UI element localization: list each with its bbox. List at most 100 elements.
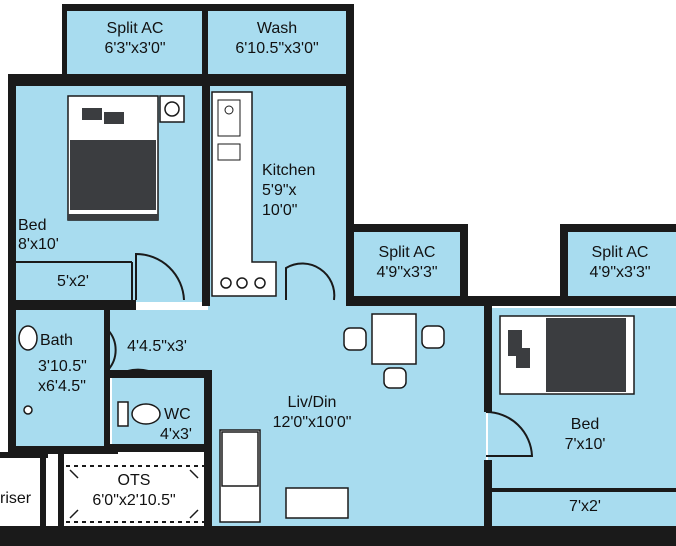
ots-corner <box>69 509 79 519</box>
wall-segment <box>8 74 348 86</box>
door-arc-kitchen <box>285 262 336 301</box>
bed-2-size: 7'x10' <box>564 436 606 453</box>
washbasin <box>18 325 38 351</box>
wall-segment <box>204 370 212 530</box>
wall-segment <box>58 454 64 530</box>
stove-burner <box>254 277 266 289</box>
wall-segment <box>484 296 492 412</box>
bedside-lamp <box>164 101 180 117</box>
bed-1-furniture <box>67 95 185 221</box>
stove-burner <box>220 277 232 289</box>
dining-chair <box>383 367 407 389</box>
wall-segment <box>62 4 67 86</box>
sink <box>217 99 241 137</box>
wall-segment <box>460 224 468 306</box>
shower-tap <box>23 405 33 415</box>
wardrobe-2-size: 7'x2' <box>569 498 601 515</box>
wall-segment <box>108 444 208 452</box>
bed-2-name: Bed <box>570 416 600 433</box>
dining-table <box>371 313 417 365</box>
wall-segment <box>348 70 352 80</box>
wc-size: 4'x3' <box>160 426 192 443</box>
stove-burner <box>236 277 248 289</box>
kitchen-counter <box>211 91 277 297</box>
pillow <box>104 112 124 124</box>
wall-segment <box>346 224 468 232</box>
split-ac-3-size: 4'9"x3'3" <box>589 264 651 281</box>
wall-segment <box>0 526 676 546</box>
wall-segment <box>104 300 110 452</box>
wall-segment <box>40 452 46 526</box>
bed-base <box>68 214 158 220</box>
sofa-back <box>221 431 259 487</box>
pillow <box>516 348 530 368</box>
door-arc-wc <box>117 368 159 376</box>
riser-name: riser <box>0 490 32 507</box>
door-arc-bath <box>107 329 117 371</box>
wall-segment <box>8 300 136 310</box>
liv-din-size: 12'0"x10'0" <box>272 414 352 431</box>
split-ac-1-area <box>66 10 203 76</box>
bath-name: Bath <box>40 332 73 349</box>
wc-name: WC <box>164 406 191 423</box>
wall-segment <box>346 296 676 306</box>
wardrobe-2-area <box>488 490 676 530</box>
bed-1-name: Bed <box>18 217 47 234</box>
walls <box>0 4 676 546</box>
partition-lines <box>14 261 676 523</box>
wall-segment <box>484 460 492 530</box>
door-arc-bed-2 <box>485 410 534 457</box>
bed-blanket <box>70 140 156 210</box>
split-ac-1-name: Split AC <box>106 20 164 37</box>
split-ac-3-name: Split AC <box>591 244 649 261</box>
split-ac-2-name: Split AC <box>378 244 436 261</box>
ots-marks <box>69 469 199 519</box>
bed-blanket <box>546 318 626 392</box>
wall-segment <box>346 4 354 304</box>
toilet-tank <box>117 401 129 427</box>
wall-segment <box>560 224 568 304</box>
bedside-table <box>159 95 185 123</box>
kitchen-size-line2: 10'0" <box>262 202 298 219</box>
ots-corner <box>189 469 199 479</box>
bath-size-line2: x6'4.5" <box>38 378 86 395</box>
dining-chair <box>421 325 445 349</box>
ots-corner <box>69 469 79 479</box>
split-ac-3-area <box>565 230 676 296</box>
kitchen-name: Kitchen <box>262 162 316 179</box>
wall-segment <box>560 224 676 232</box>
doors <box>107 252 534 457</box>
ots-name: OTS <box>117 472 151 489</box>
wall-segment <box>8 446 118 454</box>
split-ac-2-area <box>350 230 462 300</box>
pillow <box>82 108 102 120</box>
passage-area <box>108 310 208 375</box>
bath-size-line1: 3'10.5" <box>38 358 87 375</box>
bed-1-size: 8'x10' <box>18 236 59 253</box>
wall-segment <box>0 452 48 458</box>
liv-din-name: Liv/Din <box>287 394 337 411</box>
ots-size: 6'0"x2'10.5" <box>92 492 176 509</box>
dining-chair <box>343 327 367 351</box>
wardrobe-1-size: 5'x2' <box>57 273 89 290</box>
wall-segment <box>202 86 210 306</box>
dining-furniture <box>219 313 445 523</box>
passage-size: 4'4.5"x3' <box>127 338 187 355</box>
bath-fixtures <box>18 325 161 427</box>
wash-name: Wash <box>256 20 298 37</box>
coffee-table <box>285 487 349 519</box>
split-ac-1-size: 6'3"x3'0" <box>104 40 166 57</box>
wash-area <box>207 10 347 76</box>
wash-size: 6'10.5"x3'0" <box>235 40 319 57</box>
toilet <box>131 403 161 425</box>
bed-2-furniture <box>499 315 635 395</box>
wall-segment <box>8 74 16 452</box>
kitchen-size-line1: 5'9"x <box>262 182 297 199</box>
door-arc-bed-1 <box>135 252 185 301</box>
dish-rack <box>217 143 241 161</box>
kitchen-furniture <box>211 91 277 297</box>
wall-segment <box>202 4 208 86</box>
ots-area <box>62 462 206 530</box>
sink-drain <box>224 105 234 115</box>
